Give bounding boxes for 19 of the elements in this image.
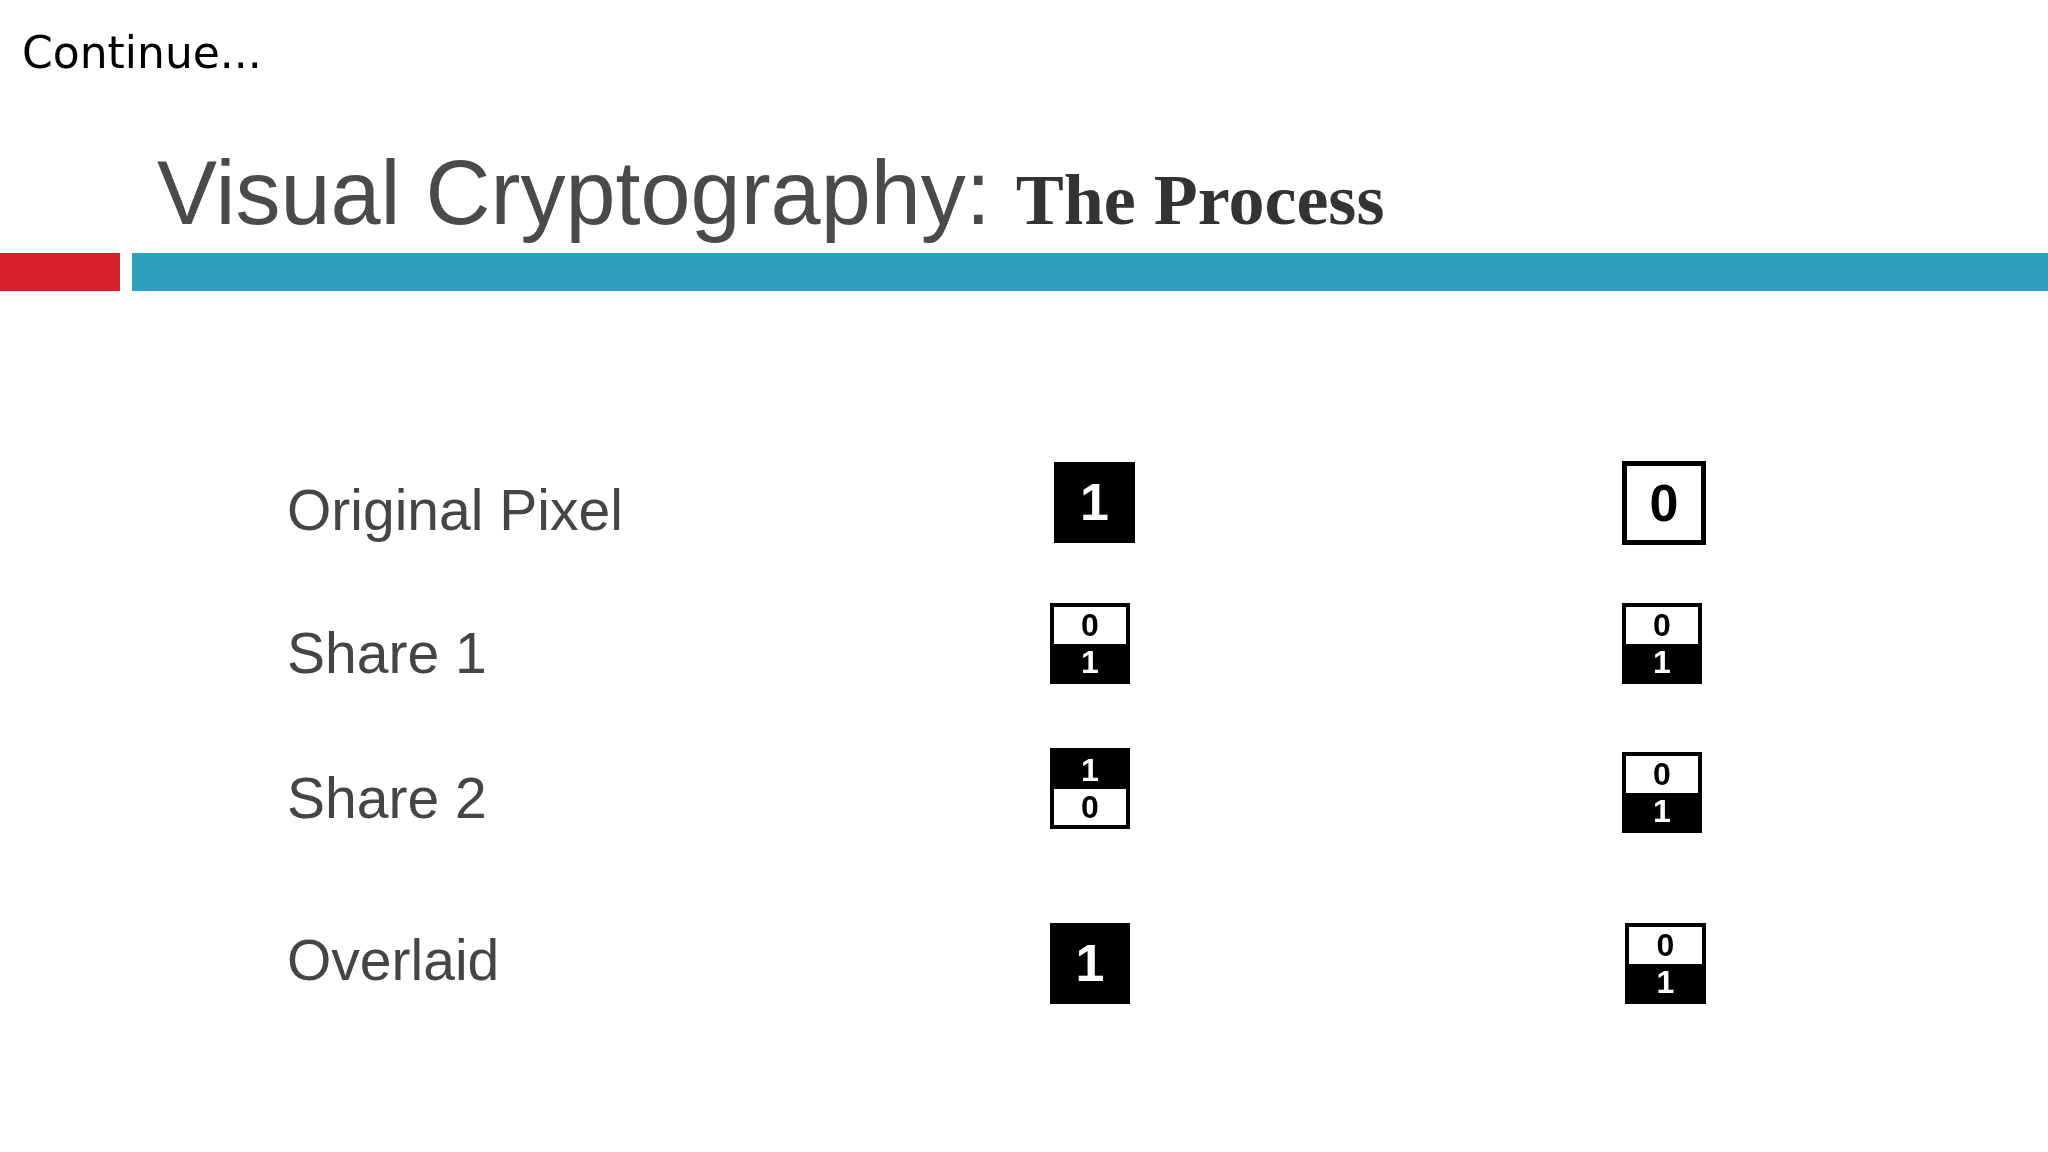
subpixel: 0 — [1629, 927, 1702, 964]
pixel-square: 0 — [1622, 461, 1706, 545]
pixel-square: 1 — [1050, 923, 1130, 1004]
subpixel: 0 — [1626, 756, 1698, 793]
split-pixel-square — [1625, 923, 1706, 1004]
subpixel: 0 — [1054, 788, 1126, 825]
split-pixel-square — [1050, 603, 1130, 684]
split-pixel-square — [1622, 603, 1702, 684]
subpixel: 0 — [1054, 607, 1126, 644]
row-label: Original Pixel — [287, 478, 623, 544]
pixel-square: 1 — [1054, 462, 1135, 543]
heading-note: Continue... — [22, 29, 262, 78]
split-pixel-square — [1050, 748, 1130, 829]
row-label: Share 1 — [287, 621, 487, 687]
row-label: Share 2 — [287, 766, 487, 832]
split-pixel-square — [1622, 752, 1702, 833]
row-label: Overlaid — [287, 928, 500, 994]
subpixel: 0 — [1626, 607, 1698, 644]
slide-title: Visual Cryptography: The Process — [157, 142, 1385, 245]
